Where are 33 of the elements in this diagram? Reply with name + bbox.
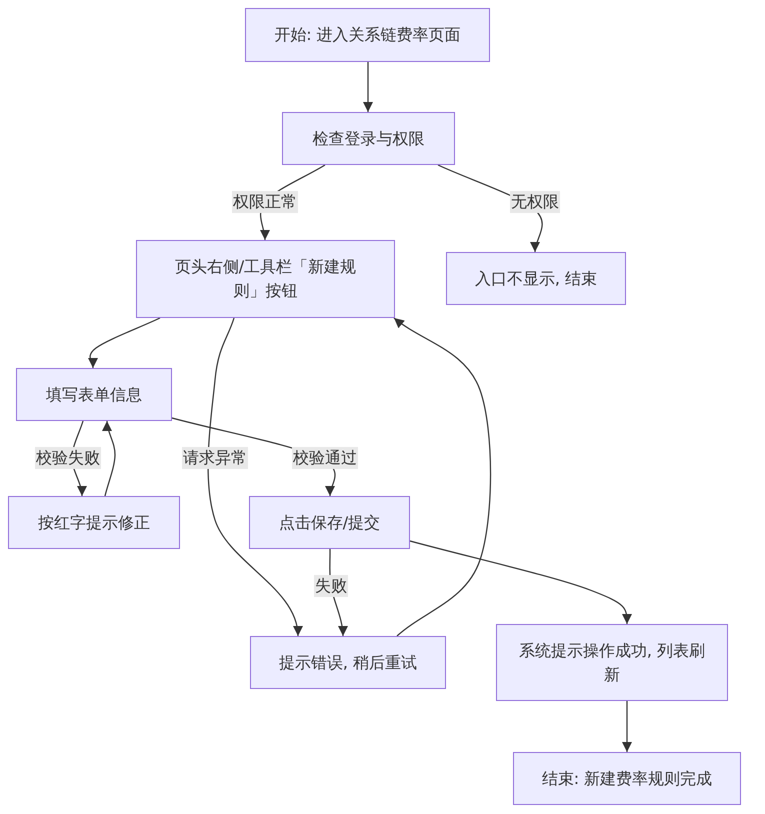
process-box: [446, 252, 626, 305]
process-box: [282, 112, 455, 165]
step-text: 开始: 进入关系链费率页面: [274, 24, 461, 46]
process-box: [136, 240, 395, 318]
arrow: [87, 317, 160, 368]
edge-label: 失败: [314, 575, 348, 597]
arrow: [102, 420, 116, 496]
step-text: 点击保存/提交: [278, 512, 380, 534]
process-box: [250, 636, 446, 689]
arrow: [208, 318, 302, 636]
process-box: [8, 496, 180, 549]
arrow: [394, 318, 492, 636]
step-text: 系统提示操作成功, 列表刷新: [518, 640, 706, 686]
edge-label: 无权限: [510, 191, 560, 213]
step-text: 页头右侧/工具栏「新建规则」按钮: [174, 256, 358, 302]
step-text: 结束: 新建费率规则完成: [542, 768, 712, 790]
process-box: [249, 496, 410, 549]
step-text: 检查登录与权限: [312, 128, 424, 150]
arrow: [363, 62, 373, 112]
edge-label: 校验失败: [35, 447, 101, 469]
arrow: [410, 540, 632, 624]
edge-label: 校验通过: [292, 447, 358, 469]
process-box: [496, 624, 728, 701]
edge-label: 请求异常: [182, 447, 248, 469]
process-box: [245, 8, 490, 62]
arrow: [622, 701, 632, 752]
process-box: [513, 752, 741, 805]
process-box: [16, 368, 172, 421]
step-text: 入口不显示, 结束: [474, 268, 598, 290]
step-text: 提示错误, 稍后重试: [278, 652, 418, 674]
step-text: 填写表单信息: [46, 384, 142, 406]
step-text: 按红字提示修正: [38, 512, 150, 534]
edge-label: 权限正常: [232, 191, 298, 213]
